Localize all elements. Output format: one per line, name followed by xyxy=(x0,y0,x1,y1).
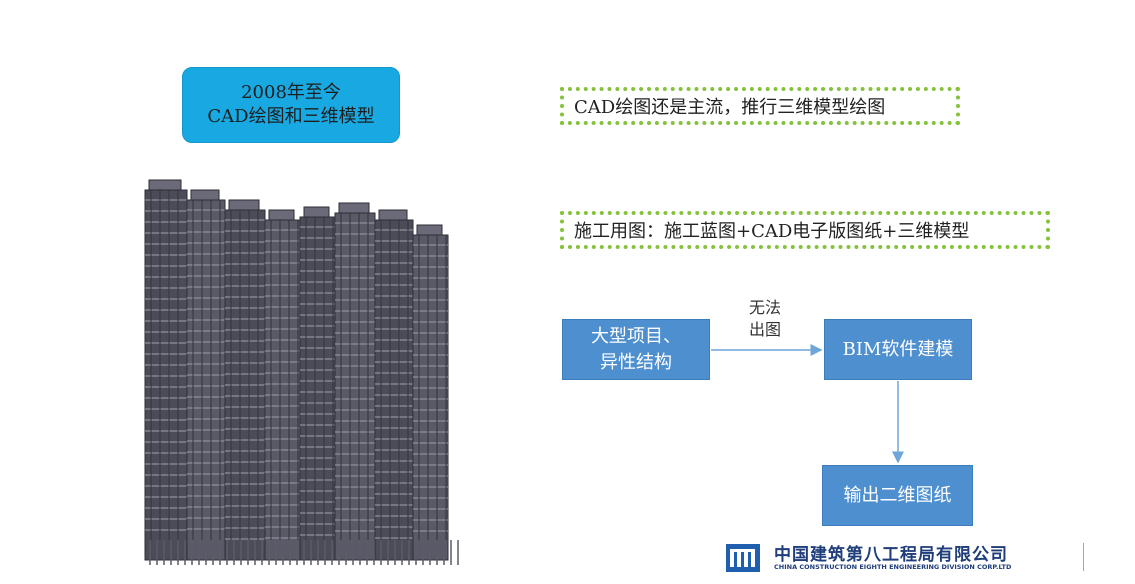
flow-box-bim-modeling-label: BIM软件建模 xyxy=(842,338,954,360)
arrow-label-line1: 无法 xyxy=(748,298,781,317)
flow-box-output-2d-drawings: 输出二维图纸 xyxy=(822,465,973,526)
note-cad-mainstream-text: CAD绘图还是主流，推行三维模型绘图 xyxy=(574,97,886,118)
logo-divider xyxy=(1083,543,1084,571)
flow-box-bim-modeling: BIM软件建模 xyxy=(824,319,972,380)
flow-box-large-projects-line2: 异性结构 xyxy=(600,351,672,373)
note-cad-mainstream: CAD绘图还是主流，推行三维模型绘图 xyxy=(560,87,960,125)
note-construction-drawings-text: 施工用图：施工蓝图+CAD电子版图纸+三维模型 xyxy=(574,221,970,242)
building-3d-model-image xyxy=(144,179,459,565)
company-name-cn: 中国建筑第八工程局有限公司 xyxy=(774,545,1008,565)
era-title-line1: 2008年至今 xyxy=(241,82,341,103)
arrow-label-line2: 出图 xyxy=(748,320,781,339)
era-title-box: 2008年至今 CAD绘图和三维模型 xyxy=(182,67,400,143)
flow-box-output-2d-drawings-label: 输出二维图纸 xyxy=(843,484,952,506)
company-logo: 中国建筑第八工程局有限公司 CHINA CONSTRUCTION EIGHTH … xyxy=(723,538,1068,578)
era-title-line2: CAD绘图和三维模型 xyxy=(207,106,375,127)
company-name-en: CHINA CONSTRUCTION EIGHTH ENGINEERING DI… xyxy=(774,563,1012,571)
flow-box-large-projects-line1: 大型项目、 xyxy=(591,325,681,347)
cscec-logo-icon xyxy=(723,541,763,575)
flow-box-large-projects: 大型项目、 异性结构 xyxy=(562,319,710,380)
note-construction-drawings: 施工用图：施工蓝图+CAD电子版图纸+三维模型 xyxy=(560,211,1050,249)
arrow-label-cannot-draw: 无法 出图 xyxy=(740,297,790,341)
